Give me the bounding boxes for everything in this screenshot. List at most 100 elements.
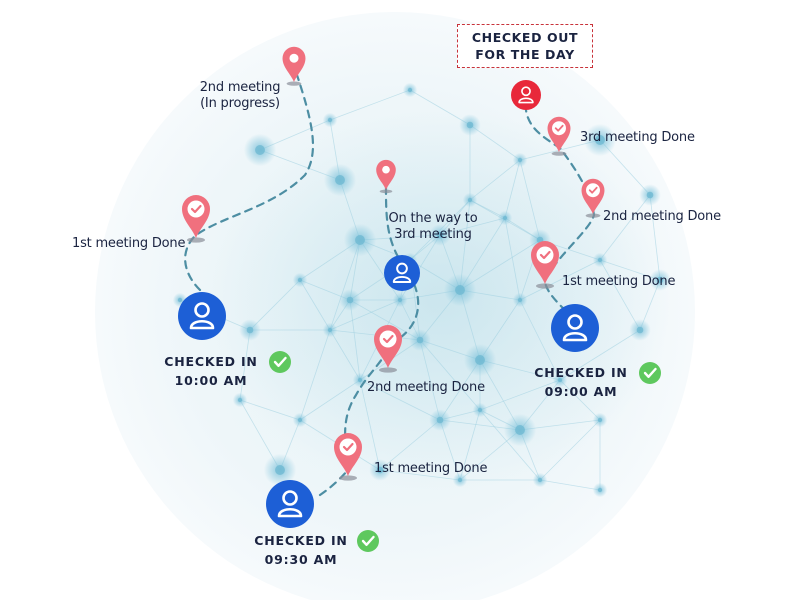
check-icon <box>588 186 598 194</box>
pin-check-circle <box>552 121 566 136</box>
pin-shadow <box>585 213 601 218</box>
center-checkin-check-badge <box>357 530 379 552</box>
network-line <box>299 279 331 331</box>
network-line <box>379 469 461 481</box>
left-checkin-status: CHECKED IN 10:00 AM <box>160 352 262 390</box>
user-body-icon <box>392 275 412 283</box>
check-badge-circle <box>269 351 291 373</box>
network-node <box>517 157 523 163</box>
network-line <box>249 279 301 331</box>
pin-check-circle <box>536 246 554 264</box>
pin-body <box>376 159 396 190</box>
check-icon <box>342 442 354 452</box>
network-node <box>346 296 354 304</box>
center-onway-label: On the way to 3rd meeting <box>378 211 488 243</box>
network-node <box>297 277 303 283</box>
network-node <box>557 377 563 383</box>
network-node <box>246 326 254 334</box>
right-checkin-check-badge <box>639 362 661 384</box>
network-line <box>599 194 651 261</box>
network-node <box>636 326 644 334</box>
check-badge-circle <box>639 362 661 384</box>
network-line <box>519 259 601 301</box>
network-line <box>239 399 301 421</box>
network-node <box>597 487 603 493</box>
right-user-avatar <box>551 304 599 352</box>
network-line <box>519 299 561 381</box>
network-line <box>379 419 441 471</box>
right-stop3-pin <box>547 116 571 156</box>
network-node <box>275 465 285 475</box>
center-checkin-status: CHECKED IN 09:30 AM <box>250 531 352 569</box>
check-badge-circle <box>357 530 379 552</box>
pin-dot <box>289 53 299 63</box>
network-node <box>595 135 605 145</box>
left-route-path <box>184 70 315 292</box>
right-stop1-pin <box>531 241 559 289</box>
network-line <box>559 329 641 381</box>
network-line <box>479 379 561 411</box>
network-nodes <box>172 82 671 498</box>
network-line <box>539 479 601 491</box>
network-line <box>504 159 521 219</box>
network-node <box>407 87 413 93</box>
right-stop2-label: 2nd meeting Done <box>603 209 721 224</box>
pin-dot <box>382 165 390 174</box>
network-line <box>559 379 601 421</box>
left-stop2-label: 2nd meeting (In progress) <box>192 80 288 112</box>
network-line <box>359 379 441 421</box>
network-node <box>515 425 525 435</box>
network-line <box>329 299 401 331</box>
network-node <box>355 235 365 245</box>
network-node <box>436 231 444 239</box>
center-checkin-line2: 09:30 AM <box>264 552 338 567</box>
pin-check-circle <box>187 200 205 218</box>
network-line <box>469 159 521 201</box>
left-checkin-line2: 10:00 AM <box>174 373 248 388</box>
map-glow <box>210 110 670 490</box>
pin-body <box>282 46 306 82</box>
center-onway-line1: On the way to <box>388 211 478 226</box>
pin-shadow <box>379 189 393 194</box>
user-head-icon <box>194 302 210 318</box>
network-line <box>349 299 421 341</box>
right-checkin-status: CHECKED IN 09:00 AM <box>530 363 632 401</box>
center-user-avatar <box>266 480 314 528</box>
user-body-icon <box>518 97 534 104</box>
right-checkin-line1: CHECKED IN <box>534 365 628 380</box>
pin-shadow <box>379 367 397 373</box>
network-node <box>537 477 543 483</box>
left-checkin-check-badge <box>269 351 291 373</box>
network-line <box>419 339 481 411</box>
left-stop2-line2: (In progress) <box>200 96 280 111</box>
pin-shadow <box>551 151 567 156</box>
center-stop1-label: 1st meeting Done <box>374 461 488 476</box>
right-stop1-label: 1st meeting Done <box>562 274 676 289</box>
checked-out-label: CHECKED OUT FOR THE DAY <box>457 24 593 68</box>
checked-out-line2: FOR THE DAY <box>475 47 575 62</box>
network-node <box>656 276 664 284</box>
pin-shadow <box>339 475 357 481</box>
network-node <box>597 417 603 423</box>
pin-check-circle <box>379 330 397 348</box>
center-stop1-pin <box>334 433 362 481</box>
left-stop2-pin <box>282 46 306 86</box>
left-stop1-label: 1st meeting Done <box>72 236 186 251</box>
network-node <box>466 121 474 129</box>
network-node <box>376 466 384 474</box>
user-body-icon <box>189 319 215 330</box>
checked-out-user-avatar <box>511 80 541 110</box>
network-node <box>416 336 424 344</box>
network-node <box>646 191 654 199</box>
pin-shadow <box>187 237 205 243</box>
left-stop2-line1: 2nd meeting <box>199 80 281 95</box>
center-user-onway-avatar <box>384 255 420 291</box>
network-line <box>459 409 481 481</box>
network-node <box>436 416 444 424</box>
pin-check-circle <box>586 183 600 198</box>
checked-out-line1: CHECKED OUT <box>471 30 579 45</box>
network-node <box>327 327 333 333</box>
network-line <box>329 329 361 381</box>
left-user-avatar <box>178 292 226 340</box>
user-body-icon <box>562 331 588 342</box>
